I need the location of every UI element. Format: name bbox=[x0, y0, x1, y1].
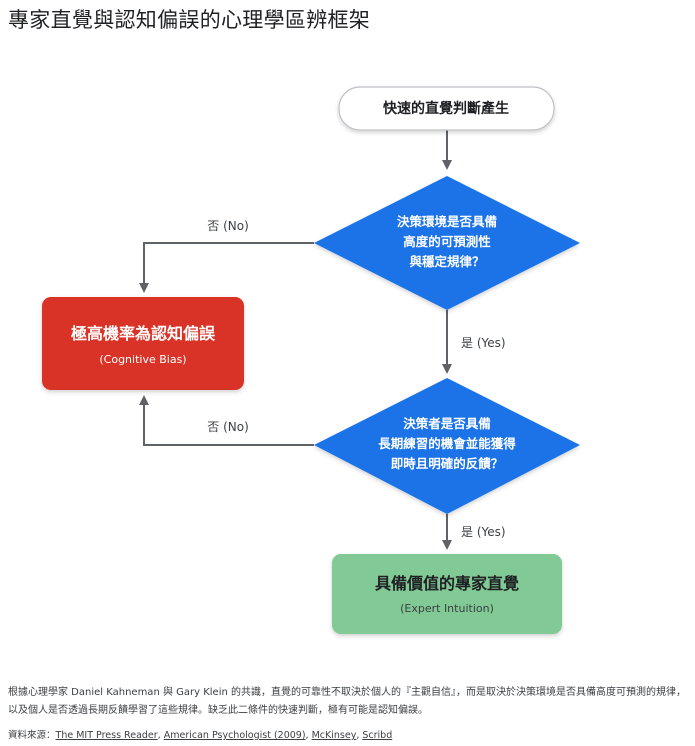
expert-intuition-node: 具備價值的專家直覺 (Expert Intuition) bbox=[332, 554, 562, 634]
expert-node-label: 具備價值的專家直覺 bbox=[375, 574, 519, 593]
footer-note: 根據心理學家 Daniel Kahneman 與 Gary Klein 的共識，… bbox=[8, 687, 687, 716]
decision1-line-3: 與穩定規律？ bbox=[409, 254, 484, 269]
decision2-line-2: 長期練習的機會並能獲得 bbox=[378, 436, 516, 451]
sources-label: 資料來源： bbox=[8, 730, 56, 741]
bias-node-sublabel: (Cognitive Bias) bbox=[99, 353, 186, 366]
flowchart: 否 (No) 是 (Yes) 否 (No) 是 (Yes) 快速的直覺判斷產生 … bbox=[42, 86, 580, 634]
cognitive-bias-node: 極高機率為認知偏誤 (Cognitive Bias) bbox=[42, 297, 244, 390]
decision-feedback: 決策者是否具備 長期練習的機會並能獲得 即時且明確的反饋？ bbox=[314, 378, 580, 514]
decision-predictability: 決策環境是否具備 高度的可預測性 與穩定規律？ bbox=[314, 176, 580, 310]
source-link-mit-press[interactable]: The MIT Press Reader bbox=[55, 730, 158, 741]
source-link-scribd[interactable]: Scribd bbox=[362, 730, 393, 741]
decision1-line-2: 高度的可預測性 bbox=[403, 234, 491, 249]
edge-label-d2-yes: 是 (Yes) bbox=[461, 525, 506, 539]
source-link-mckinsey[interactable]: McKinsey bbox=[311, 730, 357, 741]
edge-label-d2-no: 否 (No) bbox=[207, 420, 249, 434]
edge-label-d1-yes: 是 (Yes) bbox=[461, 336, 506, 350]
decision2-line-3: 即時且明確的反饋？ bbox=[391, 456, 504, 471]
start-node-label: 快速的直覺判斷產生 bbox=[383, 100, 509, 117]
source-link-american-psychologist[interactable]: American Psychologist (2009) bbox=[163, 730, 306, 741]
decision1-line-1: 決策環境是否具備 bbox=[397, 214, 498, 229]
edge-label-d1-no: 否 (No) bbox=[207, 219, 249, 233]
bias-node-label: 極高機率為認知偏誤 bbox=[70, 324, 216, 343]
expert-node-sublabel: (Expert Intuition) bbox=[400, 602, 494, 615]
start-node: 快速的直覺判斷產生 bbox=[338, 86, 555, 131]
arrow-decision1-no bbox=[139, 242, 314, 293]
sources-line: 資料來源：The MIT Press Reader, American Psyc… bbox=[8, 730, 393, 741]
decision2-line-1: 決策者是否具備 bbox=[403, 416, 491, 431]
arrow-decision2-no bbox=[139, 395, 314, 446]
page-title: 專家直覺與認知偏誤的心理學區辨框架 bbox=[8, 8, 371, 32]
